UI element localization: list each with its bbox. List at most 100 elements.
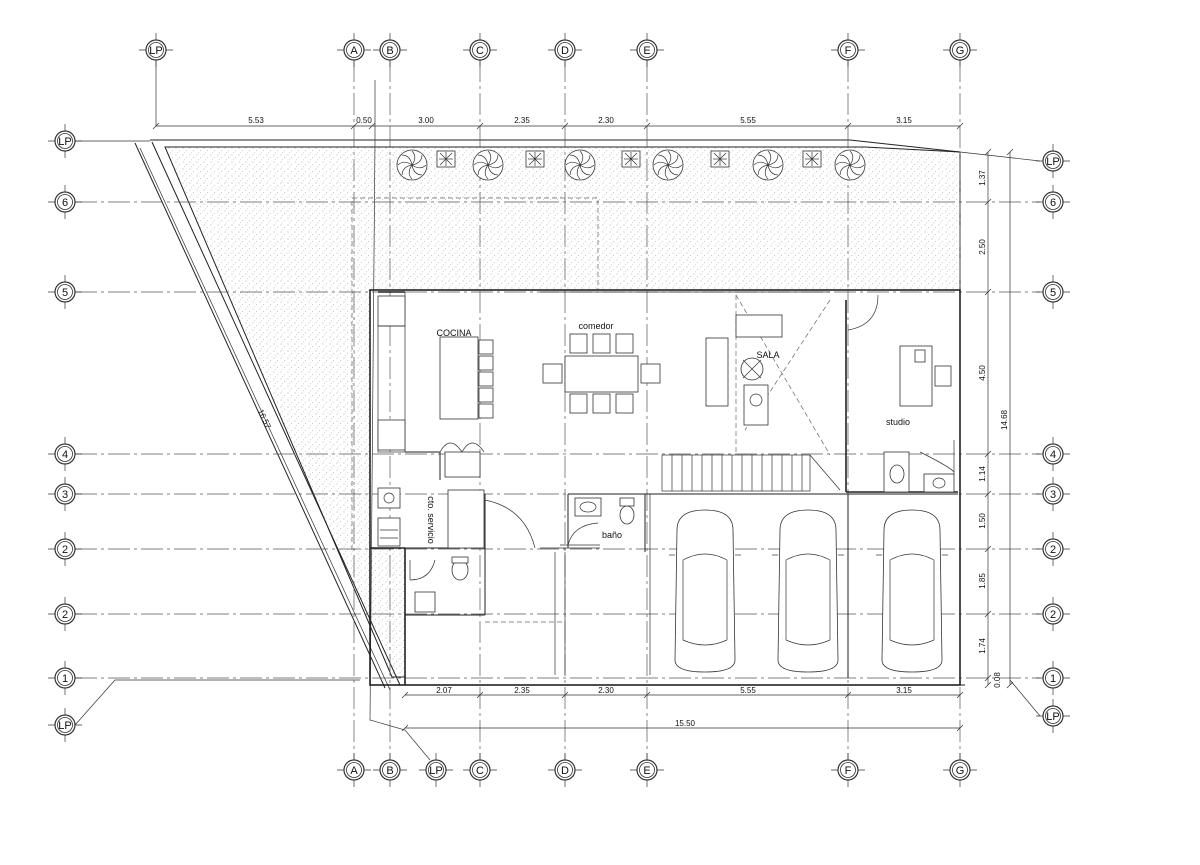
grid-row-left-2-5: 2 — [48, 532, 82, 566]
garage-cars — [669, 509, 948, 673]
dim-top-1: 5.53 — [248, 116, 264, 125]
dim-right-1: 1.37 — [978, 170, 987, 186]
dimension-lines — [139, 125, 1011, 729]
grid-row-left-6-1: 6 — [48, 185, 82, 219]
grid-row-right-2-5-label: 2 — [1050, 544, 1056, 556]
kitchen — [377, 295, 494, 478]
dimension-ticks — [152, 122, 1014, 732]
grid-row-left-lp-8: LP — [48, 708, 82, 742]
dim-bottom-1: 2.07 — [436, 686, 452, 695]
grid-row-right-5-2-label: 5 — [1050, 287, 1056, 299]
planter-2 — [525, 150, 545, 168]
room-label-sala: SALA — [756, 350, 779, 360]
grid-row-right-3-4-label: 3 — [1050, 489, 1056, 501]
room-label-studio: studio — [886, 417, 910, 427]
grid-col-top-a-1: A — [337, 33, 371, 67]
grid-col-top-f-6-label: F — [845, 45, 852, 57]
grid-col-bottom-a-0-label: A — [350, 765, 358, 777]
grid-col-top-b-2-label: B — [386, 45, 393, 57]
grid-row-right-2-6: 2 — [1036, 597, 1070, 631]
grid-col-top-d-4-label: D — [561, 45, 569, 57]
dim-diagonal: 16.57 — [256, 408, 273, 430]
dim-bottom-4: 5.55 — [740, 686, 756, 695]
grid-row-left-4-3: 4 — [48, 437, 82, 471]
grid-col-top-g-7-label: G — [956, 45, 965, 57]
bathroom — [560, 497, 635, 546]
grid-row-left-1-7-label: 1 — [62, 673, 68, 685]
grid-row-right-4-3-label: 4 — [1050, 449, 1056, 461]
grid-row-right-2-5: 2 — [1036, 532, 1070, 566]
grid-row-right-6-1-label: 6 — [1050, 197, 1056, 209]
building-walls — [369, 289, 961, 686]
dim-bottom: 2.07 2.35 2.30 5.55 3.15 15.50 — [436, 686, 912, 728]
grid-col-bottom-d-4: D — [548, 753, 582, 787]
grid-row-left-6-1-label: 6 — [62, 197, 68, 209]
dining-table — [564, 355, 639, 393]
grid-col-top-c-3: C — [463, 33, 497, 67]
grid-row-left-lp-0: LP — [48, 124, 82, 158]
grid-col-top-e-5: E — [630, 33, 664, 67]
grid-col-bottom-lp-2-label: LP — [429, 765, 442, 777]
planter-5 — [802, 150, 822, 168]
room-labels: COCINA comedor SALA studio cto. servicio… — [426, 321, 910, 544]
grid-row-left-2-6: 2 — [48, 597, 82, 631]
grid-row-left-5-2: 5 — [48, 275, 82, 309]
room-label-cocina: COCINA — [436, 328, 471, 338]
grid-row-right-6-1: 6 — [1036, 185, 1070, 219]
room-label-comedor: comedor — [578, 321, 613, 331]
grid-row-left-2-5-label: 2 — [62, 544, 68, 556]
tree-3 — [564, 149, 596, 181]
tree-6 — [834, 149, 866, 181]
grid-row-left-lp-8-label: LP — [58, 720, 71, 732]
kitchen-island — [439, 336, 479, 420]
grid-col-bottom-e-5-label: E — [643, 765, 650, 777]
grid-col-top-b-2: B — [373, 33, 407, 67]
grid-col-top-lp-0: LP — [139, 33, 173, 67]
dim-bottom-2: 2.35 — [514, 686, 530, 695]
grid-row-right-lp-0-label: LP — [1046, 156, 1059, 168]
grid-col-bottom-b-1: B — [373, 753, 407, 787]
grid-row-left-1-7: 1 — [48, 661, 82, 695]
setback-outline — [351, 197, 599, 550]
grid-row-left-3-4: 3 — [48, 477, 82, 511]
dim-top-6: 5.55 — [740, 116, 756, 125]
planter-4 — [710, 150, 730, 168]
grid-col-bottom-f-6: F — [831, 753, 865, 787]
dim-top-2: 0.50 — [356, 116, 372, 125]
tree-2 — [472, 149, 504, 181]
dim-right-7: 1.74 — [978, 638, 987, 654]
grid-axes — [74, 60, 1041, 761]
grid-col-bottom-lp-2: LP — [419, 753, 453, 787]
grid-row-right-2-6-label: 2 — [1050, 609, 1056, 621]
grid-col-top-c-3-label: C — [476, 45, 484, 57]
dim-right-6: 1.85 — [978, 573, 987, 589]
grid-col-bottom-g-7: G — [943, 753, 977, 787]
grid-col-bottom-f-6-label: F — [845, 765, 852, 777]
grid-col-top-a-1-label: A — [350, 45, 358, 57]
grid-col-top-d-4: D — [548, 33, 582, 67]
room-label-cto-servicio: cto. servicio — [426, 496, 436, 544]
dim-top-7: 3.15 — [896, 116, 912, 125]
grid-col-bottom-b-1-label: B — [386, 765, 393, 777]
service-room — [377, 487, 536, 613]
dim-bottom-total: 15.50 — [675, 719, 696, 728]
grid-col-top-g-7: G — [943, 33, 977, 67]
grid-row-left-lp-0-label: LP — [58, 136, 71, 148]
grid-row-right-4-3: 4 — [1036, 437, 1070, 471]
dim-right-8: 0.08 — [993, 672, 1002, 688]
grid-col-bottom-a-0: A — [337, 753, 371, 787]
grid-row-right-lp-0: LP — [1036, 144, 1070, 178]
grid-col-bottom-d-4-label: D — [561, 765, 569, 777]
grid-col-top-e-5-label: E — [643, 45, 650, 57]
dim-right-3: 4.50 — [978, 365, 987, 381]
dim-right: 1.37 2.50 4.50 1.14 1.50 1.85 1.74 0.08 … — [978, 170, 1009, 688]
garden-area — [164, 146, 961, 678]
tree-4 — [652, 149, 684, 181]
tree-5 — [752, 149, 784, 181]
studio-furniture — [847, 294, 955, 493]
dim-right-4: 1.14 — [978, 466, 987, 482]
dining-set — [542, 333, 661, 414]
dim-right-total: 14.68 — [1000, 409, 1009, 430]
grid-col-bottom-e-5: E — [630, 753, 664, 787]
